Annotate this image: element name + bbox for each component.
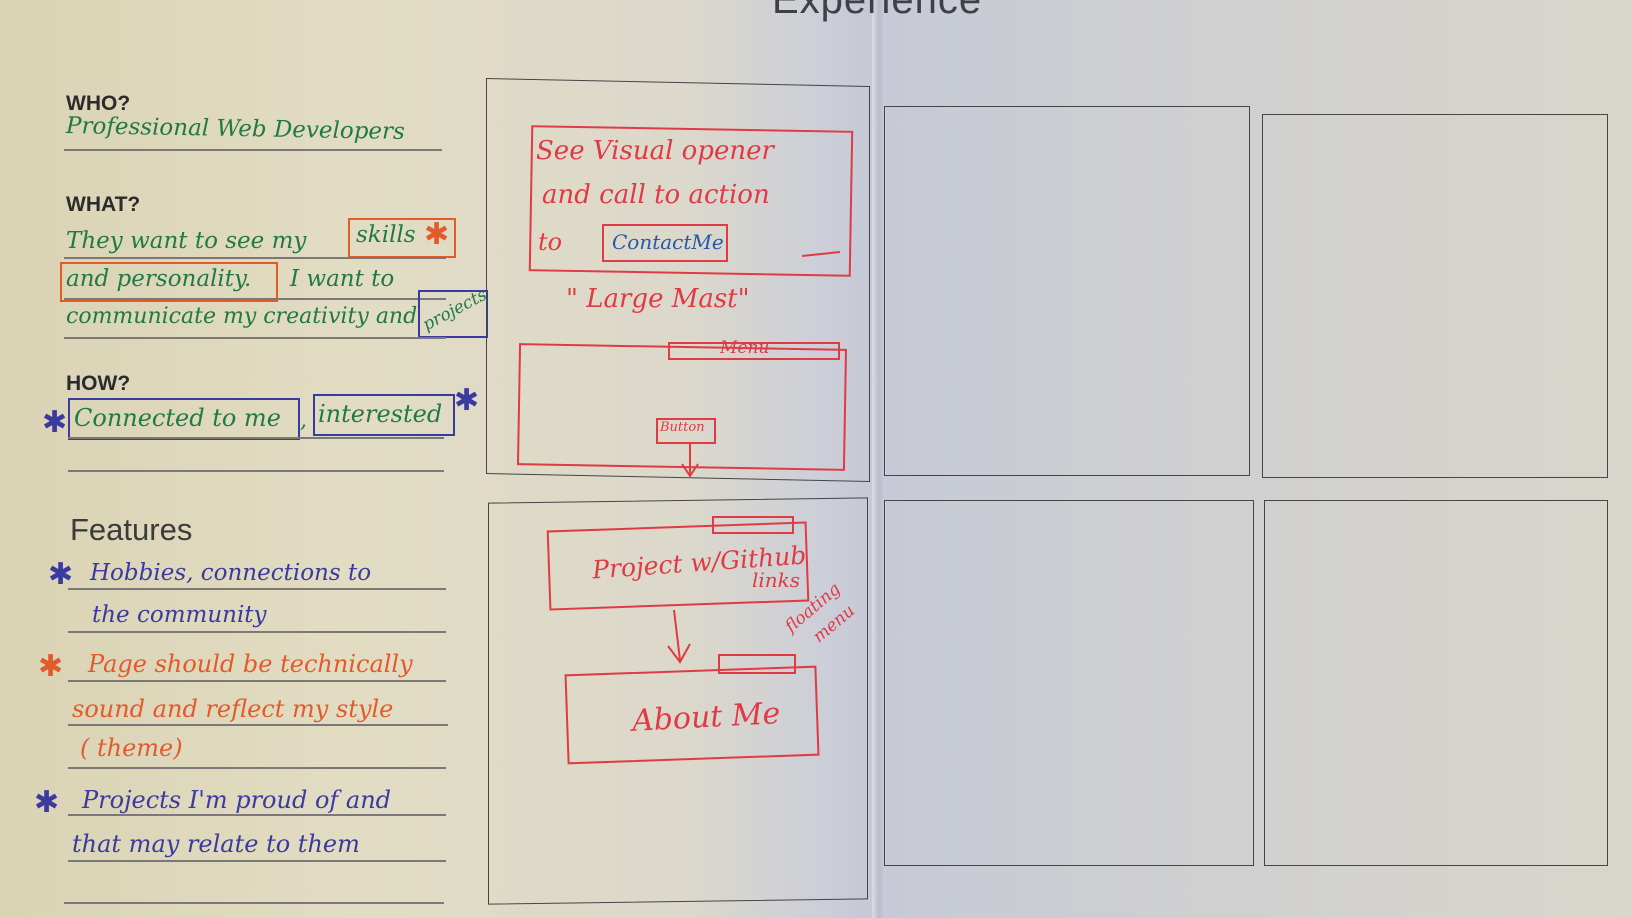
feature-rule-4	[68, 724, 448, 726]
page-heading-fragment: Experience	[772, 0, 983, 22]
project-tab-sketch	[712, 516, 794, 534]
down-arrow-1-head	[681, 463, 699, 478]
menu-tab-sketch	[668, 342, 840, 360]
personality-box	[60, 262, 278, 302]
how-star-left-icon: ✱	[42, 406, 68, 439]
feature-rule-1	[68, 588, 446, 590]
who-rule	[64, 149, 442, 151]
feature-rule-6	[68, 814, 446, 816]
features-title: Features	[70, 512, 193, 547]
feature-2-line-1: Page should be technically	[88, 650, 413, 678]
skills-star-icon: ✱	[424, 218, 450, 251]
storyboard-frame-5	[884, 500, 1254, 866]
contact-button-sketch	[602, 224, 728, 262]
contact-button-label: ContactMe	[612, 230, 724, 254]
what-line3: communicate my creativity and	[66, 304, 418, 329]
how-item2: interested	[318, 400, 443, 428]
button-sketch	[656, 418, 716, 444]
mast-line-1: See Visual opener	[536, 136, 774, 166]
what-rule-3	[64, 337, 446, 339]
feature-3-star-icon: ✱	[34, 786, 60, 819]
feature-2-star-icon: ✱	[38, 650, 64, 683]
feature-rule-2	[68, 631, 446, 633]
what-rule-2	[64, 298, 446, 300]
page-fold	[872, 0, 886, 918]
what-rule-1	[64, 257, 446, 259]
down-arrow-2-head	[667, 643, 691, 664]
feature-1-line-2: the community	[92, 602, 267, 628]
how-label: HOW?	[66, 372, 131, 395]
what-skills: skills	[356, 222, 416, 248]
button-sketch-label: Button	[660, 420, 705, 435]
feature-1-line-1: Hobbies, connections to	[90, 560, 372, 586]
how-rule-1	[68, 437, 444, 439]
feature-rule-7	[68, 860, 446, 862]
feature-3-line-1: Projects I'm proud of and	[82, 786, 392, 814]
feature-1-star-icon: ✱	[48, 558, 74, 591]
storyboard-frame-6	[1264, 500, 1608, 866]
feature-2-line-2: sound and reflect my style	[72, 695, 394, 723]
who-label: WHO?	[66, 92, 131, 115]
how-item1: Connected to me	[74, 404, 281, 432]
down-arrow-2-shaft	[673, 609, 681, 661]
interested-box	[313, 394, 455, 436]
feature-rule-5	[68, 767, 446, 769]
feature-3-line-2: that may relate to them	[72, 830, 360, 858]
project-line-2: links	[752, 568, 801, 592]
projects-box	[418, 290, 488, 338]
what-label: WHAT?	[66, 193, 141, 216]
feature-rule-8	[64, 902, 444, 904]
how-rule-2	[68, 470, 444, 472]
what-line2b: I want to	[290, 266, 395, 292]
storyboard-frame-3	[884, 106, 1250, 476]
connected-box	[68, 398, 300, 440]
what-line1: They want to see my	[66, 228, 307, 254]
what-line2: and personality.	[66, 266, 252, 292]
storyboard-frame-4	[1262, 114, 1608, 478]
mast-line-2: and call to action	[542, 180, 770, 210]
mast-caption: " Large Mast"	[566, 284, 750, 314]
how-separator: ,	[300, 408, 307, 433]
feature-rule-3	[68, 680, 446, 682]
menu-tab-label: Menu	[720, 338, 770, 358]
about-tab-sketch	[718, 654, 796, 674]
mast-line-3: to	[538, 228, 563, 256]
how-star-right-icon: ✱	[454, 384, 480, 417]
mast-underline-stroke	[801, 251, 841, 257]
feature-2-line-3: ( theme)	[80, 734, 183, 762]
